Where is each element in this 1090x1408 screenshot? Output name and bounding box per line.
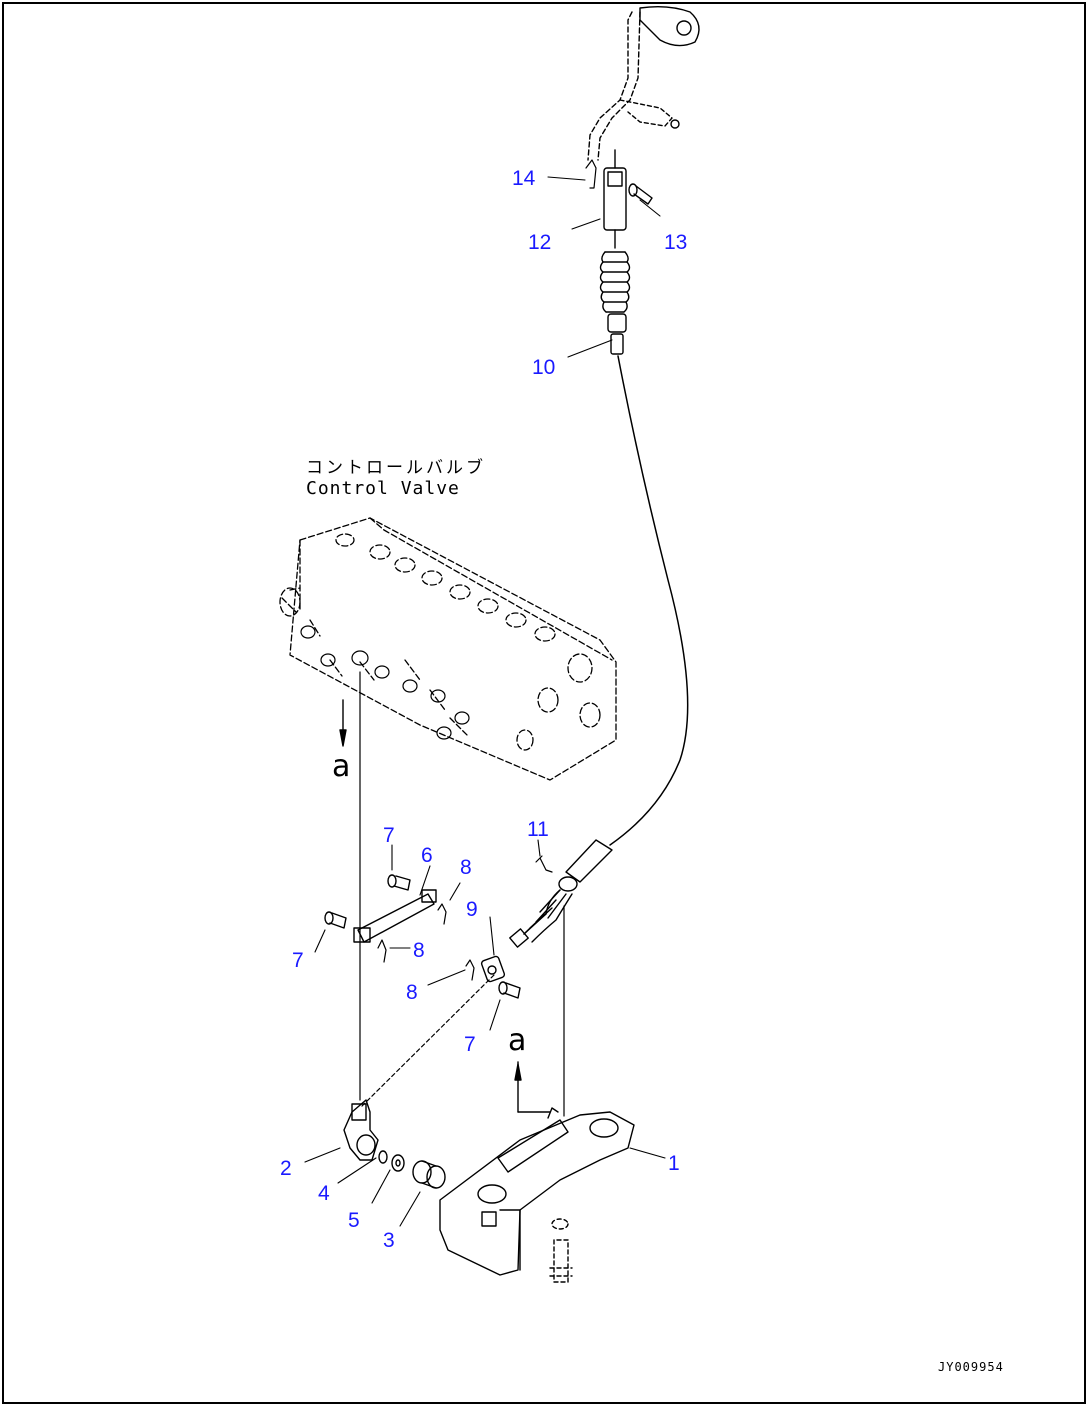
callout-11: 11 [527,818,549,841]
pin-13 [628,183,653,205]
bracket-1 [439,1107,635,1276]
clips-8 [377,903,475,981]
drawing-number: JY009954 [938,1360,1004,1374]
callout-8c: 8 [406,981,418,1004]
control-valve-label-jp: コントロールバルブ [306,458,486,478]
callout-10: 10 [532,356,556,379]
callout-3: 3 [383,1229,395,1252]
control-lever [587,5,700,161]
lower-boot [509,876,578,948]
callout-7b: 7 [292,949,304,972]
callout-6: 6 [421,844,433,867]
mounting-bolt [549,1218,573,1283]
reference-arrows [339,699,551,1113]
callout-7c: 7 [464,1033,476,1056]
leader-lines-bottom [304,839,666,1227]
reference-a-bottom: a [508,1023,527,1058]
callout-1: 1 [668,1152,680,1175]
callout-7a: 7 [383,824,395,847]
control-valve-label-en: Control Valve [306,478,460,499]
reference-a-top: a [332,749,351,784]
bracket-2 [343,1099,379,1161]
upper-boot [599,251,631,355]
joint-9 [480,955,506,983]
callout-13: 13 [664,231,688,254]
pins-7 [324,874,521,999]
cable-sheath [565,839,613,883]
callout-2: 2 [280,1157,292,1180]
control-valve-spools [300,625,470,740]
callout-9: 9 [466,898,478,921]
leader-lines-top [547,176,661,358]
rod-6 [353,889,437,943]
cable-10 [609,355,689,846]
joint-12 [603,149,627,249]
linkage-lines [359,671,565,1117]
bushing-3 [412,1160,446,1189]
control-valve-block [279,517,617,781]
callout-8a: 8 [460,856,472,879]
washers [378,1150,405,1172]
callout-8b: 8 [413,939,425,962]
clip-14 [585,159,597,189]
callout-4: 4 [318,1182,330,1205]
callout-12: 12 [528,231,552,254]
callout-5: 5 [348,1209,360,1232]
callout-14: 14 [512,167,536,190]
clip-11 [535,855,553,873]
